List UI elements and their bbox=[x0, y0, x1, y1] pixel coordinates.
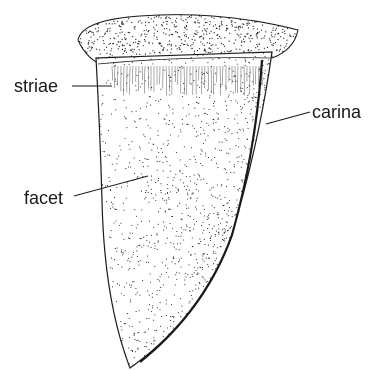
striae-label: striae bbox=[14, 76, 58, 96]
facet-label: facet bbox=[24, 188, 63, 208]
tooth-body bbox=[95, 52, 276, 370]
carina-leader-line bbox=[266, 112, 310, 124]
carina-label: carina bbox=[312, 102, 362, 122]
